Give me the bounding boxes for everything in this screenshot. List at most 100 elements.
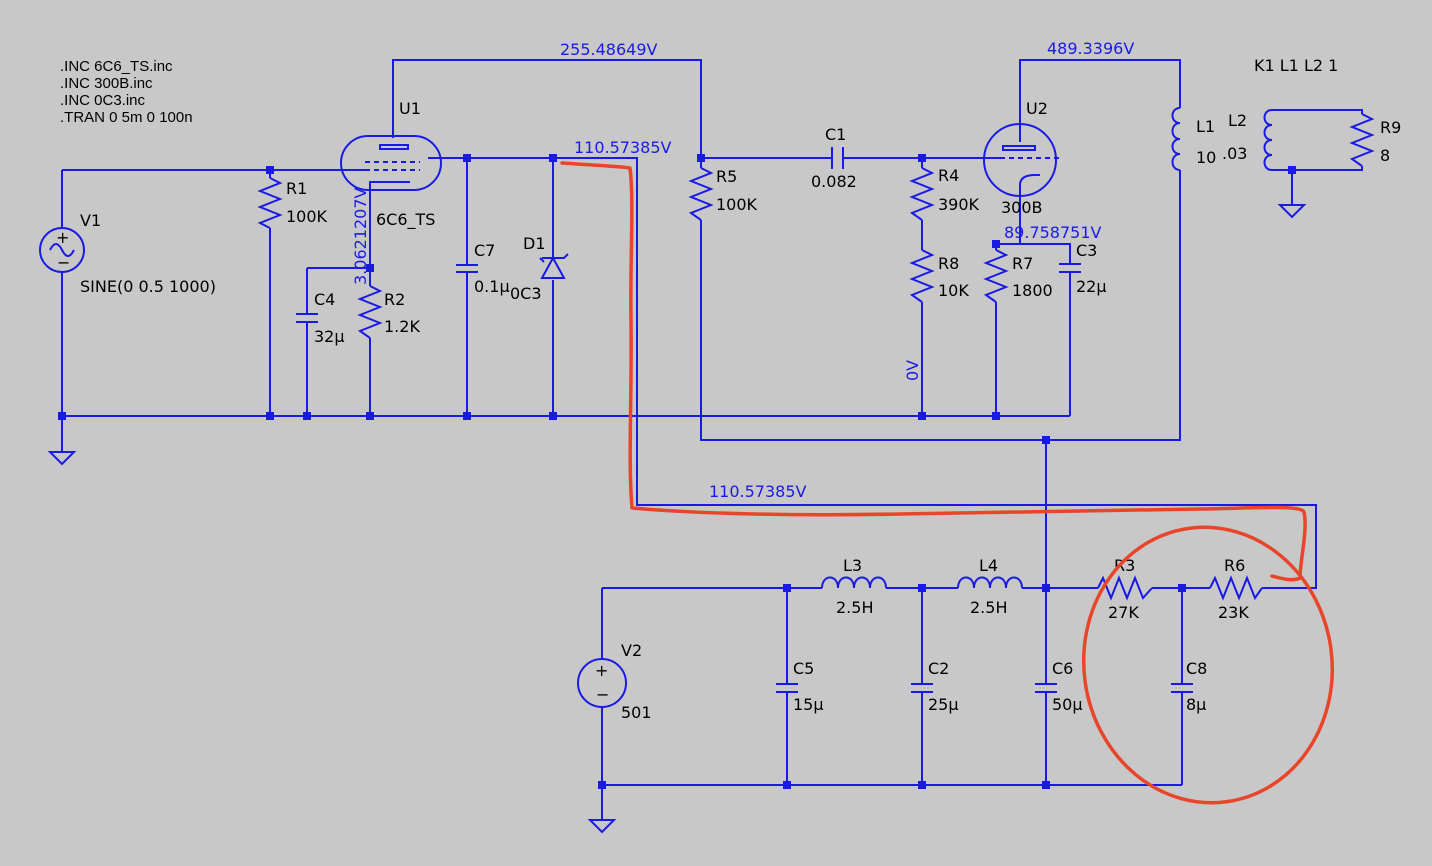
inductor-icon — [821, 576, 887, 589]
resistor-r9: R9 8 — [1349, 113, 1401, 167]
resistor-icon — [909, 249, 935, 303]
vacuum-tube-icon — [340, 135, 442, 191]
c8-name: C8 — [1186, 659, 1207, 678]
junction-dot — [697, 154, 705, 162]
l3-value: 2.5H — [836, 598, 873, 617]
junctions — [58, 154, 1296, 789]
junction-dot — [918, 412, 926, 420]
inductor-l2: L2 .03 — [1222, 109, 1273, 171]
capacitor-c2: C2 25µ — [911, 659, 959, 714]
r7-value: 1800 — [1012, 281, 1053, 300]
coupling-directive: K1 L1 L2 1 — [1254, 56, 1338, 75]
capacitor-c4: C4 32µ — [296, 290, 345, 346]
u1-value: 6C6_TS — [376, 210, 435, 230]
c2-value: 25µ — [928, 695, 959, 714]
r1-value: 100K — [286, 207, 328, 226]
u1-plate-voltage: 255.48649V — [560, 40, 658, 59]
capacitor-c1: C1 0.082 — [811, 125, 857, 191]
l1-bottom-wire — [1046, 170, 1181, 441]
r2-value: 1.2K — [384, 317, 420, 336]
junction-dot — [366, 412, 374, 420]
c8-value: 8µ — [1186, 695, 1206, 714]
u2-name: U2 — [1026, 99, 1048, 118]
c7-value: 0.1µ — [474, 277, 510, 296]
junction-dot — [366, 264, 374, 272]
l2-value: .03 — [1222, 144, 1247, 163]
c5-name: C5 — [793, 659, 814, 678]
resistor-r2: R2 1.2K — [357, 285, 420, 339]
svg-text:−: − — [596, 685, 609, 704]
ground-icon — [47, 451, 77, 466]
v1-name: V1 — [80, 211, 101, 230]
l1-value: 10 — [1196, 148, 1216, 167]
inductor-icon — [1171, 107, 1181, 171]
svg-text:+: + — [595, 661, 608, 680]
r9-value: 8 — [1380, 146, 1390, 165]
resistor-icon — [1349, 113, 1375, 167]
junction-dot — [992, 240, 1000, 248]
resistor-icon — [909, 167, 935, 221]
c5-value: 15µ — [793, 695, 824, 714]
vacuum-tube-icon — [983, 123, 1057, 197]
resistor-icon — [357, 285, 383, 339]
inductor-icon — [1263, 109, 1273, 171]
directive-line: .INC 6C6_TS.inc — [60, 58, 173, 75]
capacitor-c6: C6 50µ — [1035, 659, 1083, 714]
r9-name: R9 — [1380, 118, 1401, 137]
junction-dot — [783, 584, 791, 592]
junction-dot — [783, 781, 791, 789]
resistor-r5: R5 100K — [688, 167, 758, 221]
r7-name: R7 — [1012, 254, 1033, 273]
d1-value: 0C3 — [510, 284, 542, 303]
r8-value: 10K — [938, 281, 969, 300]
zener-diode-icon — [539, 253, 569, 279]
r8-bottom-voltage: 0V — [903, 360, 922, 381]
annotation-circle — [1081, 525, 1335, 805]
junction-dot — [918, 154, 926, 162]
c1-name: C1 — [825, 125, 846, 144]
capacitor-icon — [776, 683, 798, 693]
u2-plate-voltage: 489.3396V — [1047, 39, 1134, 58]
diode-d1: D1 0C3 — [510, 234, 569, 303]
r4-value: 390K — [938, 195, 980, 214]
ground-icon — [1277, 204, 1307, 219]
u1-cathode-voltage: 3.0621207V — [351, 187, 370, 285]
l2-name: L2 — [1228, 111, 1247, 130]
r1-name: R1 — [286, 179, 307, 198]
directive-line: .INC 300B.inc — [60, 75, 153, 92]
l4-name: L4 — [979, 556, 998, 575]
resistor-icon — [257, 177, 283, 229]
directive-line: .INC 0C3.inc — [60, 92, 146, 109]
ground-symbols — [47, 204, 1307, 834]
capacitor-icon — [1171, 683, 1193, 693]
resistor-icon — [1209, 575, 1263, 601]
c4-name: C4 — [314, 290, 335, 309]
source-v1: + − V1 SINE(0 0.5 1000) — [39, 211, 216, 296]
source-v2: + − V2 501 — [577, 641, 652, 722]
node-voltages: 255.48649V 489.3396V 110.57385V 110.5738… — [351, 39, 1134, 501]
resistor-icon — [1097, 575, 1153, 601]
r5-name: R5 — [716, 167, 737, 186]
junction-dot — [549, 154, 557, 162]
c4-top-wire — [306, 267, 370, 314]
u2-plate-wire — [1019, 59, 1181, 142]
l2-wire — [1272, 109, 1363, 205]
capacitor-icon — [911, 683, 933, 693]
junction-dot — [463, 412, 471, 420]
r3-name: R3 — [1114, 556, 1135, 575]
r5-value: 100K — [716, 195, 758, 214]
sine-source-icon — [39, 227, 85, 273]
c6-value: 50µ — [1052, 695, 1083, 714]
svg-text:+: + — [56, 228, 69, 247]
r3-value: 27K — [1108, 603, 1139, 622]
v2-name: V2 — [621, 641, 642, 660]
resistor-r3: R3 27K — [1097, 556, 1153, 622]
spice-directives: .INC 6C6_TS.inc .INC 300B.inc .INC 0C3.i… — [60, 56, 1338, 126]
junction-dot — [1042, 781, 1050, 789]
c6-name: C6 — [1052, 659, 1073, 678]
inductor-l3: L3 2.5H — [821, 556, 887, 617]
junction-dot — [992, 412, 1000, 420]
c3-value: 22µ — [1076, 277, 1107, 296]
annotation-stroke — [560, 161, 1307, 582]
